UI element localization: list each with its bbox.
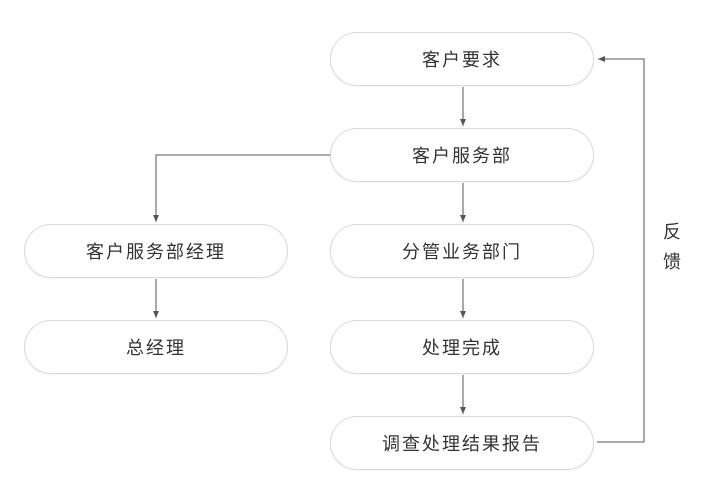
node-label: 处理完成 [422, 338, 502, 359]
node-label: 调查处理结果报告 [382, 434, 542, 455]
node-investigation-report: 调查处理结果报告 [330, 416, 594, 470]
node-label: 客户服务部经理 [86, 242, 226, 263]
node-label: 客户要求 [422, 50, 502, 71]
node-customer-request: 客户要求 [330, 32, 594, 86]
arrow-service-to-manager [153, 154, 330, 222]
node-processing-complete: 处理完成 [330, 320, 594, 374]
node-label: 客户服务部 [412, 146, 512, 167]
node-general-manager: 总经理 [24, 320, 288, 374]
feedback-label: 反 馈 [660, 218, 684, 278]
node-division-in-charge: 分管业务部门 [330, 224, 594, 278]
feedback-char-1: 反 [663, 222, 681, 243]
node-label: 分管业务部门 [402, 242, 522, 263]
node-label: 总经理 [126, 338, 186, 359]
node-customer-service: 客户服务部 [330, 128, 594, 182]
arrow-feedback-loop [597, 56, 645, 443]
node-customer-service-manager: 客户服务部经理 [24, 224, 288, 278]
feedback-char-2: 馈 [663, 252, 681, 273]
